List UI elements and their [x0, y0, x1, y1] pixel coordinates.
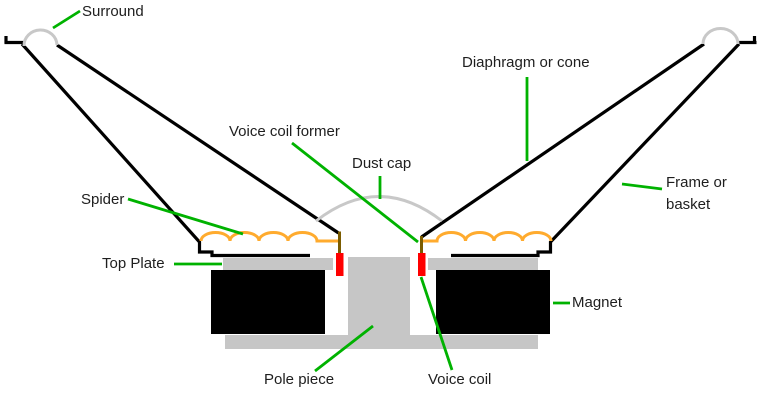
surround-right-arc	[701, 27, 740, 45]
frame-label: Frame or basket	[666, 174, 727, 213]
spider-right-wave	[423, 231, 553, 243]
voice-coil-left	[336, 253, 344, 276]
top-plate-left	[223, 258, 333, 270]
top-plate-label: Top Plate	[102, 255, 165, 272]
magnet-right	[436, 270, 550, 334]
spider-label: Spider	[81, 191, 125, 208]
dust-cap-arc	[315, 195, 443, 223]
frame-right-hook	[737, 36, 757, 45]
pole-piece-column	[348, 257, 410, 337]
frame-left-hook	[4, 36, 25, 45]
pole-piece-label: Pole piece	[264, 371, 335, 388]
surround-leader-line	[52, 9, 81, 30]
magnet-label: Magnet	[572, 294, 623, 311]
cone-right-line	[420, 42, 705, 239]
frame-leader-line	[621, 182, 663, 191]
voice-coil-label: Voice coil	[428, 371, 492, 388]
voice-coil-former-leader-line	[291, 141, 419, 244]
cone-left-line	[56, 43, 340, 235]
dust-cap-label: Dust cap	[352, 155, 412, 172]
frame-right-line	[451, 42, 741, 258]
back-plate	[225, 335, 538, 349]
voice-coil-former-label: Voice coil former	[229, 123, 340, 140]
voice-coil-leader-line	[419, 276, 454, 371]
top-plate-right	[428, 258, 538, 270]
magnet-left	[211, 270, 325, 334]
diaphragm-label: Diaphragm or cone	[462, 54, 590, 71]
pole-piece-leader-line	[314, 324, 374, 373]
voice-coil-right	[418, 253, 426, 276]
surround-label: Surround	[82, 3, 144, 20]
spider-left-wave	[199, 231, 338, 243]
frame-left-line	[20, 42, 310, 258]
surround-left-arc	[22, 28, 59, 47]
spider-leader-line	[127, 197, 244, 236]
